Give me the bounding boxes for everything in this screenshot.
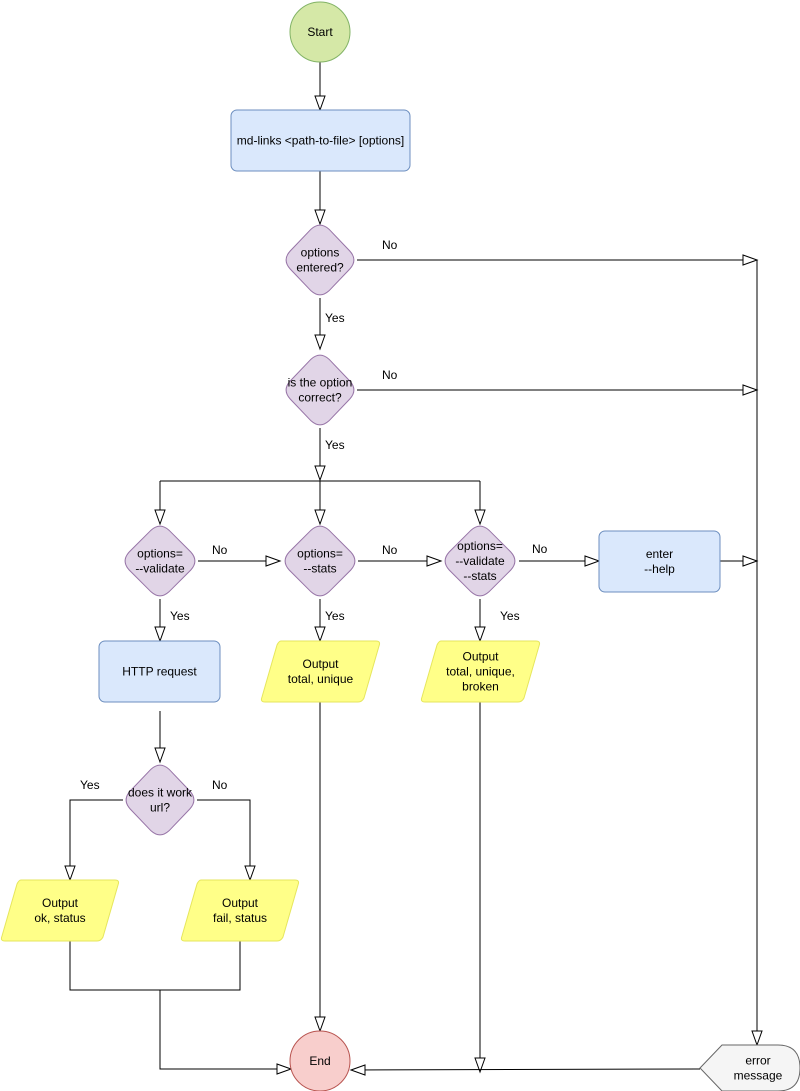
edge-stats-no [358,555,443,567]
edge-command-to-entered [314,171,326,226]
end-shape [289,1030,351,1091]
edge-help-to-error [720,555,759,567]
edge-validate-stats-yes [474,599,486,643]
edge-label-validate-stats-yes: Yes [500,609,520,623]
opt-validate-stats-node: options=--validate--stats [444,525,516,597]
command-label: md-links <path-to-file> [options] [237,134,404,148]
opt-stats-node: options=--stats [284,525,356,597]
edge-label-stats-yes: Yes [325,609,345,623]
edge-label-correct-no: No [382,368,398,382]
edge-broken-to-end [474,702,486,1074]
edge-label-entered-yes: Yes [325,311,345,325]
edge-branch-stats [314,480,326,526]
opt-validate-stats-shape [444,525,516,597]
edge-start-to-command [314,62,326,112]
edge-label-url-yes: Yes [80,778,100,792]
enter-help-node: enter--help [598,530,721,593]
edge-label-url-no: No [212,778,228,792]
edge-merge-to-end [159,990,293,1075]
start-label: Start [307,25,333,39]
enter-help-label: enter--help [644,547,675,576]
edge-label-validate-yes: Yes [170,609,190,623]
opt-validate-shape [124,525,196,597]
output-total-unique-shape [260,640,381,703]
opt-stats-label: options=--stats [297,547,343,576]
edge-validate-yes [154,599,166,643]
edge-url-no [197,799,256,882]
command-shape [230,109,411,172]
http-request-node: HTTP request [98,640,221,703]
output-fail-shape [180,879,300,942]
edge-label-correct-yes: Yes [325,438,345,452]
edge-validate-no [198,555,282,567]
edge-correct-no [357,384,759,396]
command-node: md-links <path-to-file> [options] [230,109,411,172]
edge-error-to-end [349,1064,701,1076]
edge-right-rail [751,260,763,1047]
edge-label-stats-no: No [382,543,398,557]
edge-ok-down [69,941,241,991]
edge-label-validate-stats-no: No [532,542,548,556]
edge-total-unique-to-end [314,702,326,1033]
options-entered-shape [285,224,355,296]
edge-branch-validate [154,481,166,526]
opt-stats-shape [284,525,356,597]
output-total-unique-broken-shape [420,640,541,703]
edge-label-entered-no: No [382,238,398,252]
flowchart-edges [64,62,763,1076]
edge-label-validate-no: No [212,543,228,557]
opt-validate-label: options=--validate [135,547,185,576]
does-url-work-shape [125,764,195,836]
http-request-shape [98,640,221,703]
edge-branch-validate-stats [474,481,486,526]
edge-http-to-url [154,711,166,764]
end-node: End [289,1030,351,1091]
output-ok-shape [0,879,120,942]
end-label: End [309,1054,330,1068]
edge-entered-yes [314,298,326,351]
edge-validate-stats-no [519,555,601,567]
edge-correct-yes [314,428,326,482]
start-node: Start [289,1,351,63]
start-shape [289,1,351,63]
edge-url-yes [64,799,123,882]
http-request-label: HTTP request [122,665,197,679]
option-correct-shape [285,354,355,426]
edge-stats-yes [314,599,326,643]
opt-validate-stats-label: options=--validate--stats [455,539,505,583]
opt-validate-node: options=--validate [124,525,196,597]
enter-help-shape [598,530,721,593]
edge-entered-no [357,254,759,266]
